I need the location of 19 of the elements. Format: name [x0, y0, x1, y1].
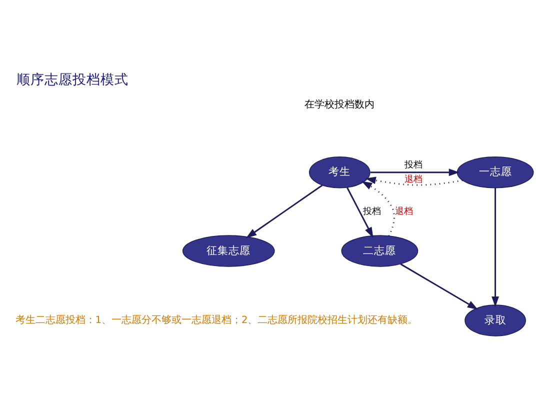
edge-label: 退档 [395, 206, 414, 217]
label: 考生二志愿投档：1、一志愿分不够或一志愿退档；2、二志愿所报院校招生计划还有缺额。 [15, 314, 418, 326]
diagram-title: 顺序志愿投档模式 [16, 71, 129, 88]
arrow [370, 168, 460, 176]
node-ellipse: 征集志愿 [182, 234, 275, 266]
edge-label: 投档 [404, 160, 423, 170]
arrow [246, 184, 323, 238]
node-ellipse: 二志愿 [341, 234, 418, 266]
node-ellipse: 一志愿 [456, 156, 534, 188]
node-ellipse: 考生 [308, 156, 370, 188]
arrow [492, 188, 499, 307]
edge-label: 投档 [362, 206, 381, 217]
edge-label: 退档 [404, 174, 423, 184]
label: 在学校投档数内 [304, 98, 375, 110]
arrow [346, 186, 374, 238]
arrow [365, 176, 463, 186]
arrow [400, 262, 478, 310]
node-ellipse: 录取 [464, 304, 526, 336]
arrow [361, 180, 395, 236]
